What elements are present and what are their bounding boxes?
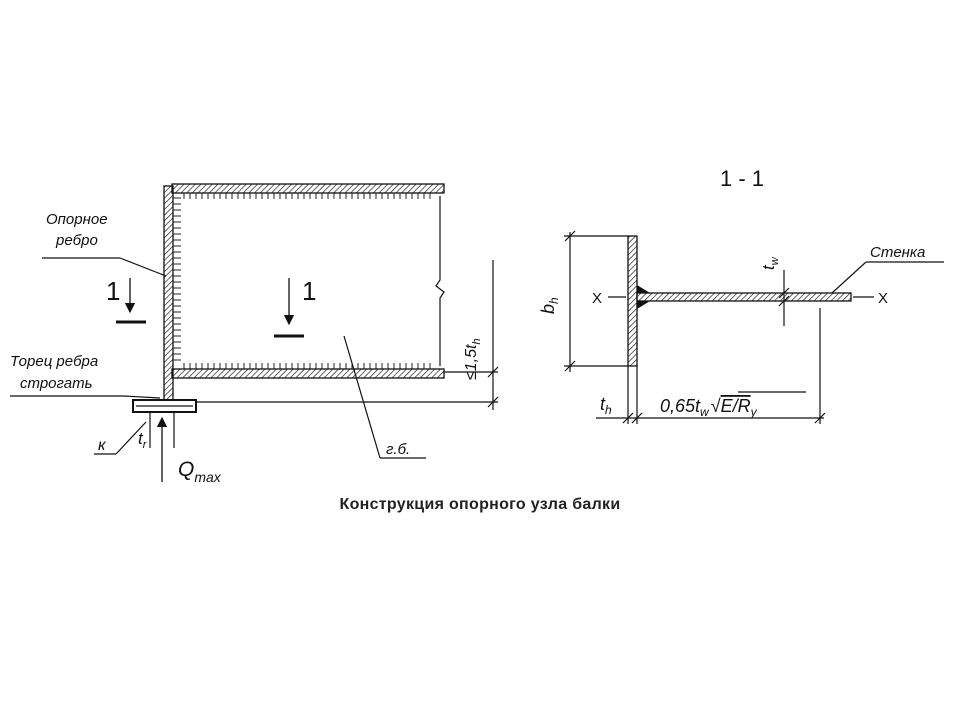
leader-support-rib-diag: [119, 257, 167, 277]
flange-weld-ticks: [183, 193, 431, 369]
section-weld-top: [637, 285, 650, 293]
bottom-flange: [171, 368, 445, 379]
dim-tick-2: [487, 396, 499, 408]
label-dim-height: ≤1,5th: [463, 338, 483, 380]
top-flange: [171, 183, 445, 194]
dim-tick-1: [487, 366, 499, 378]
dim-bh-tick-1: [564, 230, 576, 242]
section-rib: [627, 235, 638, 367]
label-tw: tw: [759, 256, 781, 270]
section-web: [636, 292, 852, 302]
leader-k-diag: [115, 421, 147, 455]
label-dim-formula: 0,65tw√E/Ry: [660, 396, 758, 419]
label-support-rib-2: ребро: [55, 232, 98, 249]
dim-tw-tick-1: [778, 287, 790, 299]
label-q-max: Qmax: [178, 458, 222, 485]
label-k: к: [98, 437, 107, 454]
dim-tick-b: [631, 412, 643, 424]
label-gb: г.б.: [386, 441, 410, 458]
dim-tick-a: [622, 412, 634, 424]
label-rib-end-2: строгать: [20, 375, 93, 392]
leader-rib-end-diag: [123, 395, 161, 399]
label-web: Стенка: [870, 244, 925, 261]
section-title: 1 - 1: [720, 166, 764, 191]
axis-x-left: X: [592, 290, 602, 307]
label-bh: bh: [538, 297, 561, 314]
figure-caption: Конструкция опорного узла балки: [339, 496, 621, 513]
leader-web: [831, 261, 867, 294]
label-tr: tr: [138, 429, 148, 451]
section-mark-right-label: 1: [302, 276, 316, 306]
dim-bh-tick-2: [564, 360, 576, 372]
axis-x-right: X: [878, 290, 888, 307]
rib-weld-ticks: [173, 197, 181, 361]
beam-elevation-view: 1 1 Опорное ребро Торец ребра строгать к…: [10, 183, 499, 485]
label-th: th: [600, 394, 612, 417]
dim-tick-c: [814, 412, 826, 424]
dim-tw-tick-2: [778, 295, 790, 307]
label-support-rib-1: Опорное: [46, 211, 108, 228]
label-rib-end-1: Торец ребра: [10, 353, 98, 370]
section-mark-left-label: 1: [106, 276, 120, 306]
leader-gb: [343, 335, 381, 459]
break-line: [435, 196, 445, 366]
section-1-1-view: 1 - 1 X X bh th 0,65tw√E/Ry: [538, 166, 944, 424]
support-rib: [163, 185, 174, 401]
section-weld-bottom: [637, 301, 650, 309]
